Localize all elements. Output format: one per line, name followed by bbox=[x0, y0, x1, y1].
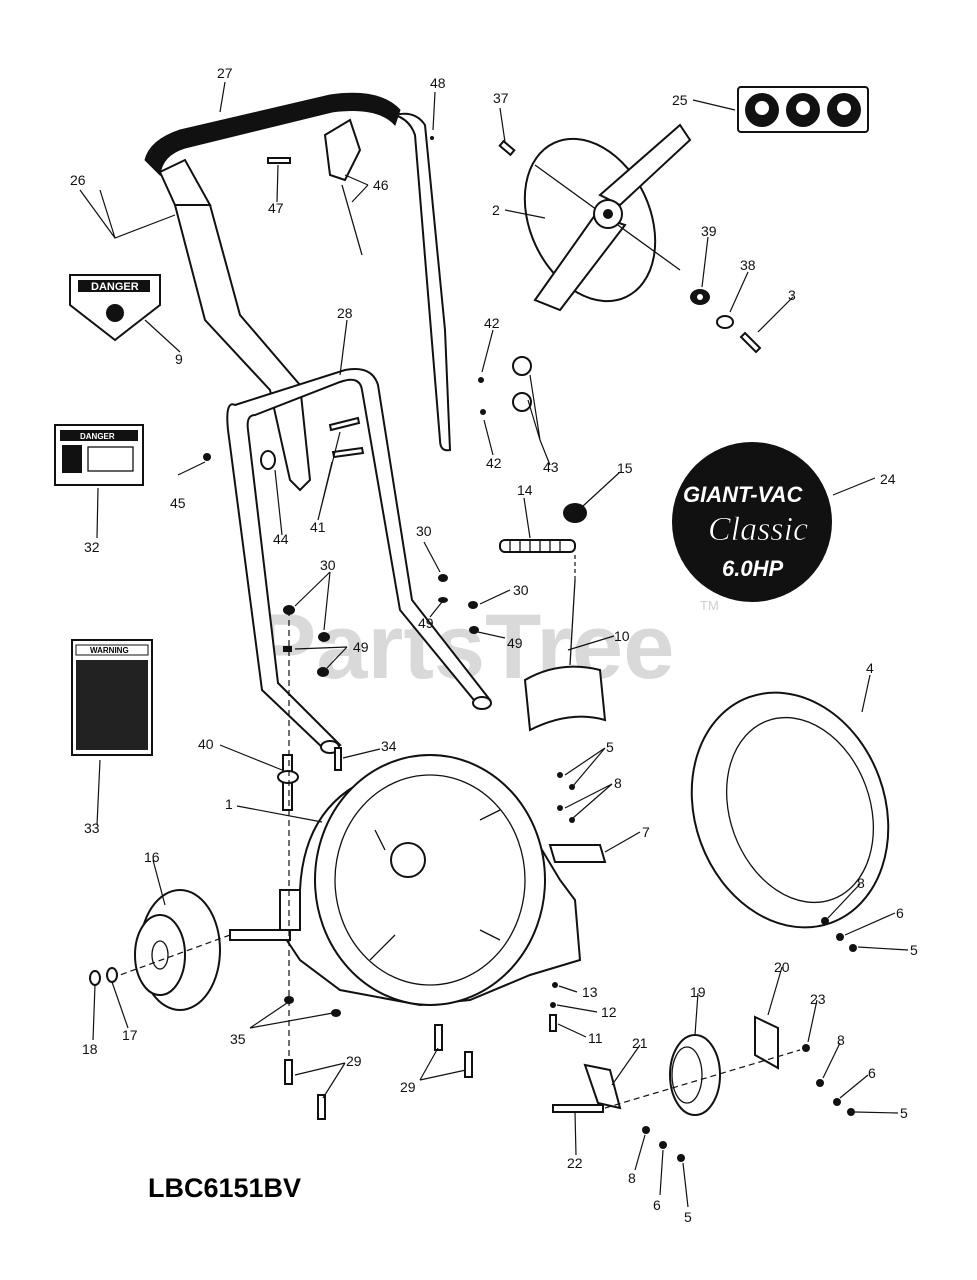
callout-41: 41 bbox=[310, 519, 326, 535]
logo-line2: Classic bbox=[708, 511, 808, 548]
callout-8d: 8 bbox=[628, 1170, 636, 1186]
throttle-control bbox=[267, 118, 363, 256]
callout-14: 14 bbox=[517, 482, 533, 498]
callout-9: 9 bbox=[175, 351, 183, 367]
callout-49c: 49 bbox=[507, 635, 523, 651]
watermark-tm: TM bbox=[700, 598, 719, 613]
callout-2: 2 bbox=[492, 202, 500, 218]
callout-49b: 49 bbox=[353, 639, 369, 655]
callout-6c: 6 bbox=[653, 1197, 661, 1213]
callout-33: 33 bbox=[84, 820, 100, 836]
callout-23: 23 bbox=[810, 991, 826, 1007]
callout-30c: 30 bbox=[513, 582, 529, 598]
danger-decal-32-title: DANGER bbox=[80, 432, 115, 441]
callout-22: 22 bbox=[567, 1155, 583, 1171]
callout-12: 12 bbox=[601, 1004, 617, 1020]
safety-icons-decal bbox=[737, 86, 869, 133]
callout-3: 3 bbox=[788, 287, 796, 303]
logo-line3: 6.0HP bbox=[722, 556, 783, 581]
callout-6a: 6 bbox=[896, 905, 904, 921]
frame-hardware bbox=[203, 416, 365, 470]
callout-46: 46 bbox=[373, 177, 389, 193]
callout-39: 39 bbox=[701, 223, 717, 239]
callout-6b: 6 bbox=[868, 1065, 876, 1081]
callout-15: 15 bbox=[617, 460, 633, 476]
callout-8c: 8 bbox=[837, 1032, 845, 1048]
leader-lines bbox=[79, 81, 909, 1208]
callout-47: 47 bbox=[268, 200, 284, 216]
callout-40: 40 bbox=[198, 736, 214, 752]
blower-housing bbox=[278, 754, 582, 1007]
danger-decal-32: DANGER bbox=[54, 424, 144, 486]
callout-48: 48 bbox=[430, 75, 446, 91]
model-number: LBC6151BV bbox=[148, 1173, 301, 1203]
callout-25: 25 bbox=[672, 92, 688, 108]
frame-fasteners bbox=[283, 574, 479, 677]
callout-labels: 27 48 37 25 26 46 47 2 39 38 3 9 28 42 4… bbox=[70, 65, 918, 1225]
callout-8a: 8 bbox=[614, 775, 622, 791]
outer-cover bbox=[690, 691, 890, 929]
callout-32: 32 bbox=[84, 539, 100, 555]
callout-13: 13 bbox=[582, 984, 598, 1000]
callout-26: 26 bbox=[70, 172, 86, 188]
callout-11: 11 bbox=[588, 1030, 603, 1046]
axle-bolt-40 bbox=[277, 747, 342, 811]
callout-5b: 5 bbox=[910, 942, 918, 958]
callout-44: 44 bbox=[273, 531, 289, 547]
callout-5d: 5 bbox=[684, 1209, 692, 1225]
callout-8b: 8 bbox=[857, 875, 865, 891]
callout-28: 28 bbox=[337, 305, 353, 321]
impeller-hardware bbox=[430, 136, 762, 354]
rear-wheel-assembly bbox=[552, 1015, 855, 1162]
upper-handle bbox=[144, 92, 452, 492]
callout-7: 7 bbox=[642, 824, 650, 840]
callout-18: 18 bbox=[82, 1041, 98, 1057]
callout-34: 34 bbox=[381, 738, 397, 754]
callout-5c: 5 bbox=[900, 1105, 908, 1121]
callout-10: 10 bbox=[614, 628, 630, 644]
callout-5a: 5 bbox=[606, 739, 614, 755]
handle-nuts bbox=[478, 356, 532, 415]
danger-decal-title: DANGER bbox=[91, 281, 139, 293]
callout-30a: 30 bbox=[416, 523, 432, 539]
callout-29b: 29 bbox=[400, 1079, 416, 1095]
callout-45: 45 bbox=[170, 495, 186, 511]
giant-vac-logo: GIANT-VAC Classic 6.0HP bbox=[672, 442, 832, 602]
callout-30b: 30 bbox=[320, 557, 336, 573]
callout-37: 37 bbox=[493, 90, 509, 106]
warning-decal-33: WARNING bbox=[71, 639, 153, 756]
callout-35: 35 bbox=[230, 1031, 246, 1047]
callout-21: 21 bbox=[632, 1035, 648, 1051]
deflector-assembly bbox=[499, 503, 607, 732]
callout-1: 1 bbox=[225, 796, 233, 812]
callout-19: 19 bbox=[690, 984, 706, 1000]
callout-29a: 29 bbox=[346, 1053, 362, 1069]
lower-hardware bbox=[284, 982, 558, 1120]
warning-decal-title: WARNING bbox=[90, 646, 129, 655]
callout-42a: 42 bbox=[484, 315, 500, 331]
callout-27: 27 bbox=[217, 65, 233, 81]
assembly-center-lines bbox=[119, 555, 801, 1109]
callout-49a: 49 bbox=[418, 615, 434, 631]
impeller bbox=[523, 123, 692, 312]
callout-38: 38 bbox=[740, 257, 756, 273]
callout-4: 4 bbox=[866, 660, 874, 676]
cover-hardware bbox=[548, 772, 857, 952]
callout-16: 16 bbox=[144, 849, 160, 865]
callout-24: 24 bbox=[880, 471, 896, 487]
logo-line1: GIANT-VAC bbox=[683, 482, 803, 507]
callout-20: 20 bbox=[774, 959, 790, 975]
danger-decal-9: DANGER bbox=[69, 274, 161, 342]
callout-43: 43 bbox=[543, 459, 559, 475]
callout-17: 17 bbox=[122, 1027, 138, 1043]
callout-42b: 42 bbox=[486, 455, 502, 471]
